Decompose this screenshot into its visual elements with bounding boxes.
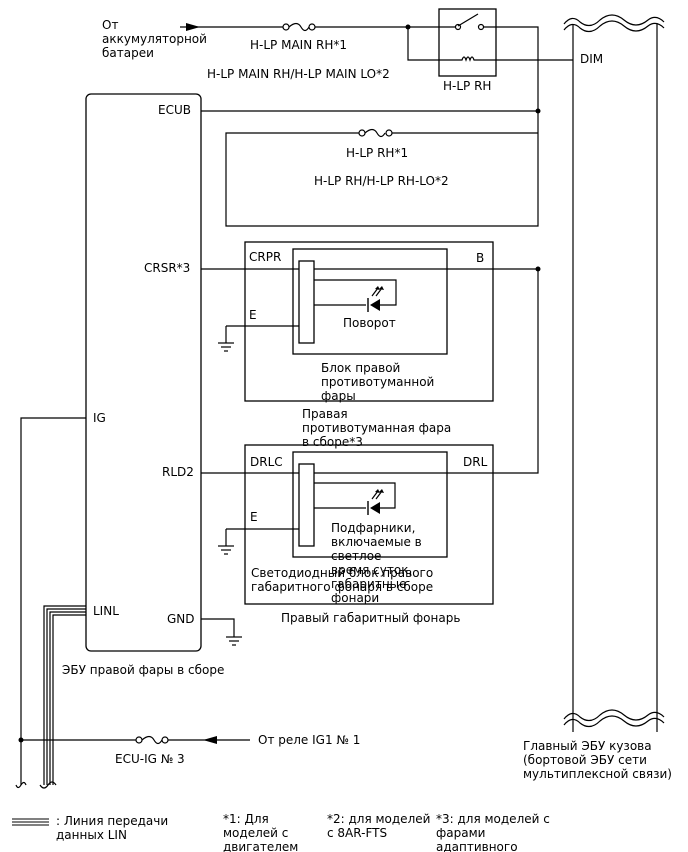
- gnd-pin-label: GND: [167, 612, 195, 626]
- lin-legend-icon: [12, 818, 49, 826]
- ig-pin-label: IG: [93, 411, 106, 425]
- fog-lamp-block-box: [292, 248, 448, 355]
- fog-b-label: B: [476, 251, 484, 265]
- legend-lin-line2: данных LIN: [56, 828, 127, 842]
- ecub-pin-label: ECUB: [158, 103, 191, 117]
- fog-driver-module: [298, 260, 315, 344]
- rh-fuse-alt-label: H-LP RH/H-LP RH-LO*2: [314, 174, 449, 188]
- main-fuse-icon: [282, 22, 316, 32]
- clearance-block-line2: габаритного фонаря в сборе: [251, 580, 433, 594]
- relay-ig-label: От реле IG1 № 1: [258, 733, 360, 747]
- drl-driver-module: [298, 463, 315, 547]
- fog-lamp-assembly-box: [244, 241, 494, 402]
- rld2-pin-label: RLD2: [162, 465, 194, 479]
- ecuig-fuse-label: ECU-IG № 3: [115, 752, 185, 766]
- input-arrow-icon: [203, 736, 217, 744]
- crpr-label: CRPR: [249, 250, 281, 264]
- clearance-lamp-block-box: [292, 451, 448, 558]
- legend-note1-line2: моделей с: [223, 826, 288, 840]
- body-ecu-title-line1: Главный ЭБУ кузова: [523, 739, 652, 753]
- legend-note1-line3: двигателем: [223, 840, 298, 852]
- source-line3: батареи: [102, 46, 154, 60]
- ecuig-fuse-icon: [135, 735, 169, 745]
- linl-pin-label: LINL: [93, 604, 119, 618]
- body-ecu-block: [563, 14, 665, 732]
- fog-assy-line1: Правая: [302, 407, 348, 421]
- body-ecu-title-line2: (бортовой ЭБУ сети: [523, 753, 647, 767]
- rh-fuse-icon: [358, 128, 393, 138]
- drl-label: DRL: [463, 455, 488, 469]
- body-ecu-title-line3: мультиплексной связи): [523, 767, 672, 781]
- drlc-label: DRLC: [250, 455, 283, 469]
- headlamp-ecu-box: [85, 93, 202, 652]
- legend-note3-line1: *3: для моделей с: [436, 812, 550, 826]
- legend-lin-line1: : Линия передачи: [56, 814, 168, 828]
- drl-lamp-line6: фонари: [331, 591, 379, 605]
- turn-led-icon: [367, 286, 384, 312]
- legend-note3-line2: фарами: [436, 826, 485, 840]
- drl-e-label: E: [250, 510, 258, 524]
- clearance-block-line1: Светодиодный блок правого: [251, 566, 433, 580]
- source-line2: аккумуляторной: [102, 32, 207, 46]
- legend-note3-line3: адаптивного: [436, 840, 518, 852]
- fog-block-line1: Блок правой: [321, 361, 400, 375]
- lin-bus-line: [39, 605, 86, 789]
- fog-assy-line2: противотуманная фара: [302, 421, 451, 435]
- drl-lamp-line4: время суток,: [331, 563, 412, 577]
- dim-pin-label: DIM: [580, 52, 603, 66]
- drl-lamp-line5: габаритные: [331, 577, 407, 591]
- drl-lamp-line3: светлое: [331, 549, 381, 563]
- legend-note1-line1: *1: Для: [223, 812, 269, 826]
- drl-lamp-line2: включаемые в: [331, 535, 422, 549]
- legend-note2-line1: *2: для моделей: [327, 812, 430, 826]
- fog-assy-line3: в сборе*3: [302, 435, 363, 449]
- clearance-lamp-assembly-box: [244, 444, 494, 605]
- drl-led-icon: [367, 489, 384, 515]
- turn-label: Поворот: [343, 316, 396, 330]
- relay-switch-icon: [454, 13, 485, 31]
- main-fuse-label: H-LP MAIN RH*1: [250, 38, 347, 52]
- ground-icon: [226, 636, 242, 646]
- ecu-title: ЭБУ правой фары в сборе: [62, 663, 224, 677]
- ground-icon: [218, 342, 234, 352]
- source-line1: От: [102, 18, 118, 32]
- relay-label: H-LP RH: [443, 79, 491, 93]
- main-fuse-alt-label: H-LP MAIN RH/H-LP MAIN LO*2: [207, 67, 390, 81]
- ground-icon: [218, 545, 234, 555]
- legend-note2-line2: с 8AR-FTS: [327, 826, 387, 840]
- crsr-pin-label: CRSR*3: [144, 261, 190, 275]
- fog-block-line3: фары: [321, 389, 356, 403]
- rh-fuse-label: H-LP RH*1: [346, 146, 408, 160]
- drl-lamp-line1: Подфарники,: [331, 521, 415, 535]
- relay-coil-icon: [458, 56, 481, 62]
- relay-box: [438, 8, 497, 77]
- fog-block-line2: противотуманной: [321, 375, 434, 389]
- clearance-assy-label: Правый габаритный фонарь: [281, 611, 460, 625]
- fog-e-label: E: [249, 308, 257, 322]
